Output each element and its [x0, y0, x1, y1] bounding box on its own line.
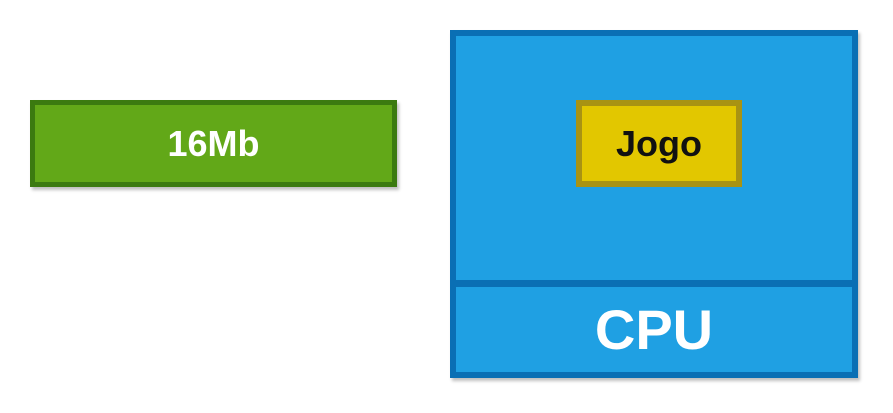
cpu-label: CPU	[594, 297, 714, 361]
memory-label: 16Mb	[167, 122, 260, 164]
cpu-block: CPU	[456, 287, 852, 372]
game-block: Jogo	[576, 100, 742, 187]
game-label: Jogo	[616, 122, 702, 164]
computer-memory-area: Jogo	[456, 36, 852, 280]
computer-box: Jogo CPU	[450, 30, 858, 378]
memory-block: 16Mb	[30, 100, 397, 187]
